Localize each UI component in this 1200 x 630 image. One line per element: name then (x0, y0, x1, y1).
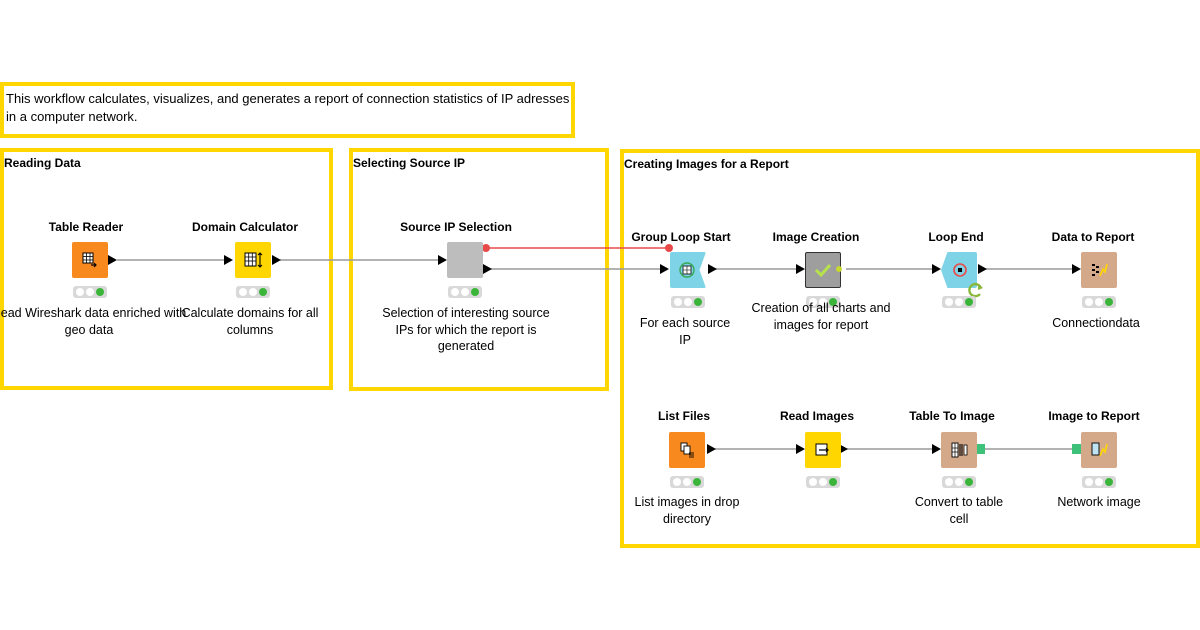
image-to-report-status (1082, 476, 1116, 488)
caption-image-to-report: Network image (1057, 495, 1141, 509)
read-images-status (806, 476, 840, 488)
flow-variable-port-in (665, 244, 673, 252)
source-ip-selection-node[interactable] (447, 242, 483, 278)
arrow-port (483, 264, 492, 274)
arrow-port (796, 444, 805, 454)
table-reader-node[interactable] (72, 242, 108, 278)
caption-table-reader: Read Wireshark data enriched with geo da… (0, 306, 187, 337)
selecting-source-ip-title: Selecting Source IP (353, 156, 466, 170)
node-label-table-to-image: Table To Image (909, 409, 995, 423)
data-to-report-icon (1092, 263, 1108, 277)
domain-calculator-node[interactable] (235, 242, 271, 278)
arrow-port (108, 255, 117, 265)
reading-data-annotation[interactable]: Reading Data (0, 148, 333, 390)
domain-calculator-icon (244, 252, 263, 268)
checkmark-icon (814, 263, 832, 278)
creating-images-title: Creating Images for a Report (624, 157, 789, 171)
flow-variable-port-out (482, 244, 490, 252)
arrow-port (932, 264, 941, 274)
loop-end-node[interactable] (941, 252, 977, 288)
table-reader-icon (82, 252, 97, 268)
arrow-port (932, 444, 941, 454)
read-images-node[interactable] (805, 432, 841, 468)
caption-data-to-report: Connectiondata (1052, 316, 1140, 330)
arrow-port (707, 444, 716, 454)
arrow-port (224, 255, 233, 265)
workflow-description-annotation[interactable]: This workflow calculates, visualizes, an… (0, 82, 575, 138)
node-label-image-to-report: Image to Report (1048, 409, 1140, 423)
image-to-report-node[interactable] (1081, 432, 1117, 468)
caption-image-creation: Creation of all charts and images for re… (751, 301, 891, 332)
reading-data-title: Reading Data (4, 156, 81, 170)
list-files-icon (680, 442, 694, 458)
workflow-description-text: This workflow calculates, visualizes, an… (6, 91, 570, 124)
list-files-status (670, 476, 704, 488)
image-port-out (975, 444, 985, 454)
image-port-in (1072, 444, 1082, 454)
image-to-report-icon (1091, 442, 1108, 457)
node-label-loop-end: Loop End (928, 230, 984, 244)
caption-domain-calculator: Calculate domains for all columns (181, 306, 319, 337)
arrow-port (438, 255, 447, 265)
arrow-port (708, 264, 717, 274)
loop-end-icon (953, 263, 967, 277)
table-reader-status (73, 286, 107, 298)
domain-calculator-status (236, 286, 270, 298)
node-label-group-loop-start: Group Loop Start (631, 230, 731, 244)
group-loop-start-status (671, 296, 705, 308)
image-creation-status (806, 296, 840, 308)
node-label-image-creation: Image Creation (772, 230, 860, 244)
node-label-list-files: List Files (657, 409, 710, 423)
node-label-source-ip-selection: Source IP Selection (400, 220, 512, 234)
loop-refresh-icon (968, 282, 983, 298)
table-to-image-node[interactable] (941, 432, 977, 468)
read-images-icon (815, 443, 829, 456)
group-loop-start-icon (679, 262, 695, 278)
node-label-domain-calculator: Domain Calculator (191, 220, 299, 234)
caption-list-files: List images in drop directory (634, 495, 740, 526)
arrow-port (660, 264, 669, 274)
arrow-port (272, 255, 281, 265)
list-files-node[interactable] (669, 432, 705, 468)
table-to-image-status (942, 476, 976, 488)
arrow-port (1072, 264, 1081, 274)
loop-end-status (942, 296, 976, 308)
table-to-image-icon (951, 442, 968, 458)
image-creation-out-port (836, 266, 842, 272)
arrow-port (796, 264, 805, 274)
node-label-read-images: Read Images (779, 409, 855, 423)
caption-source-ip-selection: Selection of interesting source IPs for … (382, 306, 550, 353)
creating-images-annotation[interactable]: Creating Images for a Report (620, 149, 1200, 548)
arrow-port (978, 264, 987, 274)
caption-table-to-image: Convert to table cell (914, 495, 1004, 526)
data-to-report-status (1082, 296, 1116, 308)
source-ip-selection-status (448, 286, 482, 298)
data-to-report-node[interactable] (1081, 252, 1117, 288)
node-label-table-reader: Table Reader (48, 220, 124, 234)
arrow-port (839, 444, 848, 454)
node-label-data-to-report: Data to Report (1051, 230, 1135, 244)
caption-group-loop-start: For each source IP (639, 316, 731, 347)
